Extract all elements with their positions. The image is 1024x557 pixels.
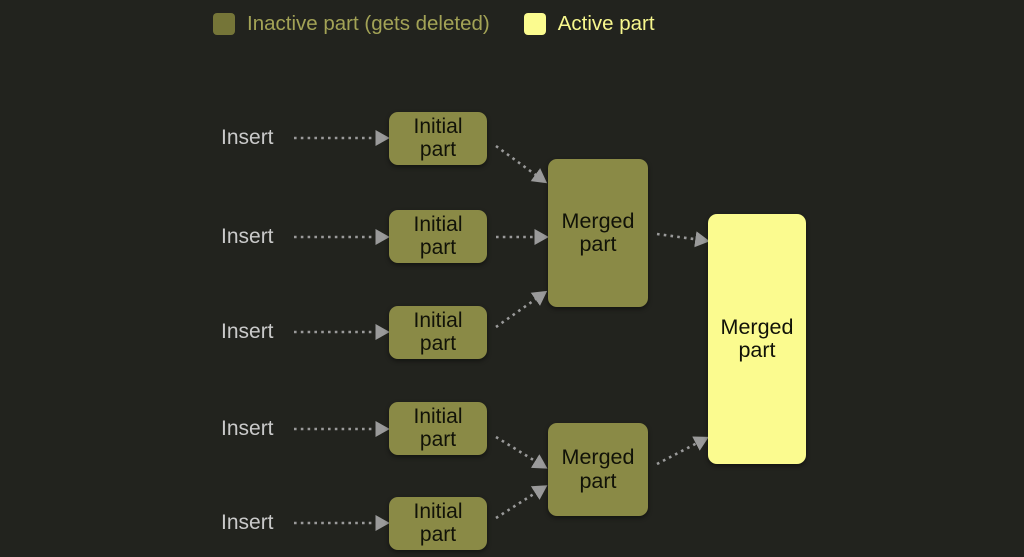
node-label-line2: part: [579, 232, 617, 256]
inactive-color-swatch: [213, 13, 235, 35]
node-label-line1: Initial: [413, 114, 463, 138]
node-label-line1: Initial: [413, 212, 463, 236]
node-label-line1: Initial: [413, 404, 463, 428]
node-initial-part-2[interactable]: Initial part: [389, 210, 487, 263]
node-initial-part-3[interactable]: Initial part: [389, 306, 487, 359]
insert-label-4: Insert: [221, 417, 274, 440]
active-color-swatch: [523, 13, 546, 35]
insert-label-5: Insert: [221, 511, 274, 534]
legend-label-active: Active part: [557, 12, 655, 35]
insert-label-3: Insert: [221, 320, 274, 343]
node-label-line1: Merged: [561, 445, 635, 470]
legend-item-active: Active part: [523, 12, 655, 35]
arrow-initial-5-to-merged-2: [495, 485, 548, 520]
node-label-line2: part: [579, 468, 617, 493]
node-label-line1: Merged: [561, 208, 635, 233]
node-label-line1: Merged: [720, 314, 794, 339]
insert-label-1: Insert: [221, 126, 274, 149]
legend: Inactive part (gets deleted) Active part: [213, 8, 655, 40]
node-label-line2: part: [419, 137, 457, 161]
legend-item-inactive: Inactive part (gets deleted): [213, 13, 490, 35]
arrow-merged-2-to-final: [656, 436, 709, 466]
node-final-merged-part[interactable]: Merged part: [708, 214, 806, 464]
node-initial-part-1[interactable]: Initial part: [389, 112, 487, 165]
node-label-line1: Initial: [413, 499, 463, 523]
node-merged-part-1[interactable]: Merged part: [548, 159, 648, 307]
node-initial-part-4[interactable]: Initial part: [389, 402, 487, 455]
node-label-line2: part: [419, 331, 457, 355]
node-label-line2: part: [419, 427, 457, 451]
legend-label-inactive: Inactive part (gets deleted): [247, 12, 490, 35]
arrow-initial-1-to-merged-1: [495, 144, 548, 184]
arrow-initial-3-to-merged-1: [495, 290, 548, 329]
node-label-line1: Initial: [413, 308, 463, 332]
node-label-line2: part: [419, 522, 457, 546]
node-label-line2: part: [738, 338, 776, 362]
node-label-line2: part: [419, 235, 457, 259]
arrow-merged-1-to-final: [656, 231, 710, 248]
node-merged-part-2[interactable]: Merged part: [548, 423, 648, 516]
insert-label-2: Insert: [221, 225, 274, 248]
arrow-initial-4-to-merged-2: [495, 435, 548, 469]
node-initial-part-5[interactable]: Initial part: [389, 497, 487, 550]
